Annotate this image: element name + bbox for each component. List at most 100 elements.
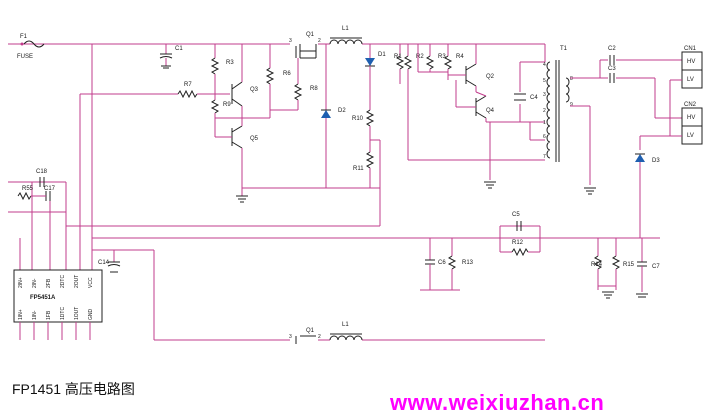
label-c6: C6 [438,260,446,266]
resistor-r3: R3 [210,44,234,86]
label-c14: C14 [98,260,110,266]
label-d1: D1 [378,52,386,58]
capacitor-c18: C18 [36,169,48,187]
label-t1: T1 [560,46,568,52]
ic-pin-bot-1: 1IN+ [18,309,24,320]
transformer-t1: T1 4 5 3 2 1 6 7 8 9 [543,46,573,162]
label-c17: C17 [44,186,56,192]
label-r10: R10 [352,116,364,122]
label-q1b-pin3: 3 [289,334,292,340]
ic-pin-bot-3: 1FB [46,310,52,320]
diode-d2: D2 [321,44,346,188]
ground-secondary [584,187,596,195]
label-q3: Q3 [250,87,259,93]
resistor-r3b: R3 [425,44,446,72]
label-t1-pin9: 9 [570,102,573,108]
label-c3: C3 [608,66,616,72]
label-r7: R7 [184,82,192,88]
ground-q5 [236,195,248,203]
label-r2: R2 [416,54,424,60]
capacitor-c17: C17 [44,186,56,201]
connector-cn1: CN1 HV LV [681,46,703,89]
resistor-r10: R10 [352,109,375,152]
capacitor-c6: C6 [425,238,446,290]
resistor-r15: R15 [611,238,635,290]
ic-top-pins: 2IN+ 2IN- 2FB 2DTC 2OUT VCC [18,275,94,288]
label-q2: Q2 [486,74,495,80]
label-r3: R3 [226,60,234,66]
resistor-r6: R6 [265,44,291,118]
ic-pin-bot-6: GND [88,309,94,321]
ic-fp5451a: FP5451A 2IN+ 2IN- 2FB 2DTC 2OUT VCC 1IN+… [13,269,103,340]
transistor-q3: Q3 [231,44,259,118]
ic-pin-top-2: 2IN- [32,278,38,288]
capacitor-c1: C1 [159,44,183,69]
label-q1-pin3: 3 [289,38,292,44]
figure-caption: FP1451 高压电路图 [12,381,135,397]
label-t1-pin8: 8 [570,76,573,82]
capacitor-c7: C7 [636,238,660,298]
capacitor-c2: C2 [608,46,616,65]
ic-pin-top-1: 2IN+ [18,277,24,288]
ic-pin-top-4: 2DTC [60,275,66,288]
transistor-q5: Q5 [214,118,259,196]
ground-r14 [602,291,614,299]
ic-pin-bot-5: 1OUT [74,307,80,320]
mosfet-q1: Q1 3 2 [289,32,321,60]
label-q1-bottom: Q1 [306,328,315,334]
label-c4: C4 [530,95,538,101]
label-cn1-hv: HV [687,59,695,65]
capacitor-c5: C5 [512,212,522,231]
resistor-r12: R12 [500,240,540,257]
fuse-f1: F1 FUSE [17,34,45,60]
label-r15: R15 [623,262,635,268]
ic-pin-top-6: VCC [88,277,94,288]
label-t1-pin5: 5 [543,78,546,84]
label-q1b-pin2: 2 [318,334,321,340]
label-r12: R12 [512,240,524,246]
connector-cn2: CN2 HV LV [681,102,703,145]
inductor-l1: L1 [329,26,363,45]
label-r6: R6 [283,71,291,77]
resistor-r55: R55 [17,186,34,201]
label-c18: C18 [36,169,48,175]
label-d3: D3 [652,158,660,164]
capacitor-c3: C3 [608,66,616,83]
label-t1-pin1: 1 [543,120,546,126]
label-r4: R4 [456,54,464,60]
label-r3b: R3 [438,54,446,60]
ic-label: FP5451A [30,295,56,301]
label-cn1: CN1 [684,46,697,52]
label-c1: C1 [175,46,183,52]
diode-d3: D3 [635,153,660,238]
ic-pin-top-3: 2FB [46,278,52,288]
resistor-r14: R14 [591,238,603,290]
label-cn2-hv: HV [687,115,695,121]
resistor-r8: R8 [270,60,318,111]
ground-center [484,181,496,189]
label-c2: C2 [608,46,616,52]
resistor-r2: R2 [403,44,424,160]
label-r1: R1 [394,54,402,60]
label-r8: R8 [310,86,318,92]
label-t1-pin4: 4 [543,62,546,68]
label-q4: Q4 [486,108,495,114]
label-fuse: FUSE [17,54,33,60]
label-f1: F1 [20,34,28,40]
label-r11: R11 [353,166,364,172]
label-l1: L1 [342,26,349,32]
site-watermark: www.weixiuzhan.cn [390,390,605,415]
label-c5: C5 [512,212,520,218]
ic-pin-bot-2: 1IN- [32,310,38,320]
ic-pin-bot-4: 1DTC [60,307,66,320]
resistor-r13: R13 [447,238,474,290]
transistor-q4: Q4 [455,80,495,122]
label-l1-bottom: L1 [342,322,349,328]
resistor-r1: R1 [394,44,405,84]
label-q5: Q5 [250,136,259,142]
transistor-q2: Q2 [448,44,495,87]
label-t1-pin7: 7 [543,154,546,160]
label-t1-pin6: 6 [543,134,546,140]
label-q1: Q1 [306,32,315,38]
